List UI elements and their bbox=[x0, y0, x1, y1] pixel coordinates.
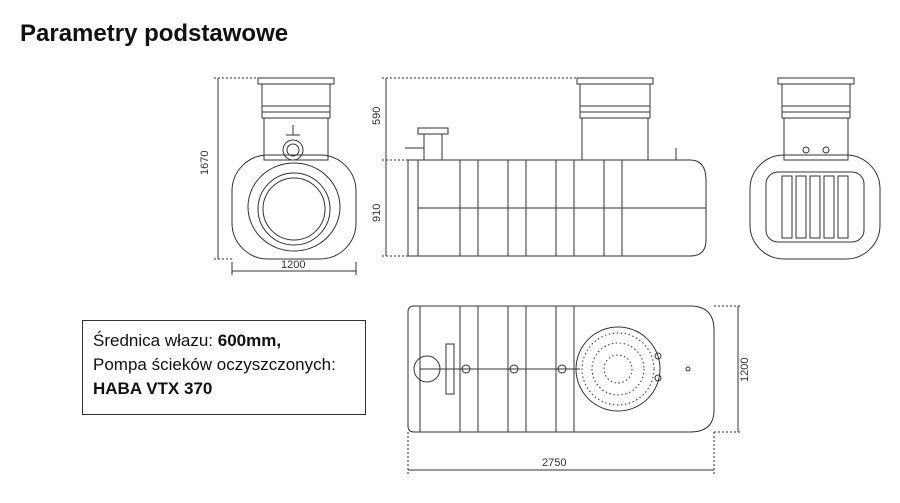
dim-top-length: 2750 bbox=[542, 457, 566, 469]
side-view bbox=[382, 77, 707, 257]
pump-model: HABA VTX 370 bbox=[93, 377, 355, 401]
top-view bbox=[407, 305, 742, 474]
manhole-diameter-label: Średnica włazu: bbox=[93, 331, 218, 350]
front-view bbox=[214, 77, 357, 275]
dim-front-height: 1670 bbox=[199, 151, 211, 175]
dim-top-width: 1200 bbox=[739, 358, 751, 382]
info-box: Średnica włazu: 600mm, Pompa ścieków ocz… bbox=[82, 320, 366, 415]
pump-label: Pompa ścieków oczyszczonych: bbox=[93, 355, 336, 374]
end-view bbox=[749, 77, 881, 260]
dim-front-width: 1200 bbox=[281, 259, 305, 271]
dim-side-top: 590 bbox=[371, 107, 383, 125]
page-title: Parametry podstawowe bbox=[20, 20, 289, 47]
manhole-diameter-value: 600mm, bbox=[217, 331, 282, 350]
info-line-1: Średnica włazu: 600mm, bbox=[93, 329, 355, 353]
pump-model-value: HABA VTX 370 bbox=[93, 379, 213, 398]
dim-side-body: 910 bbox=[371, 204, 383, 222]
